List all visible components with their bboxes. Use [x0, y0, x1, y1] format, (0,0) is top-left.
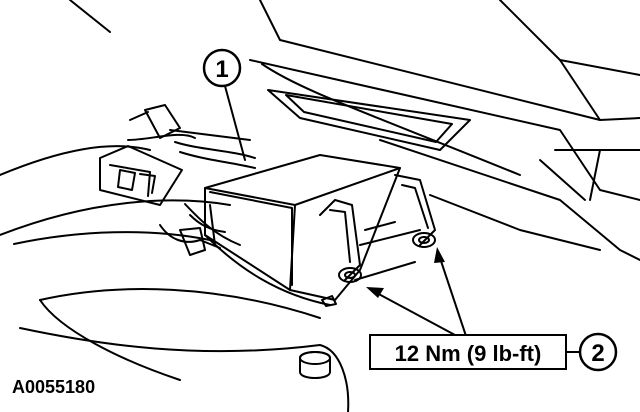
callout-2-arrows: [374, 257, 469, 343]
torque-spec-text: 12 Nm (9 lb-ft): [395, 341, 542, 366]
mounting-bolts: [321, 232, 436, 307]
floor-knob: [299, 351, 331, 379]
callout-1: 1: [202, 48, 242, 88]
figure-id: A0055180: [12, 377, 95, 397]
bolt-right: [412, 232, 436, 248]
callout-1-number: 1: [215, 56, 228, 83]
vent-opening: [267, 89, 471, 151]
bolt-left: [338, 267, 362, 283]
wiring-connector: [99, 104, 256, 246]
callout-2: 2: [578, 332, 618, 372]
callout-1-leader: [224, 85, 246, 161]
callout-2-number: 2: [591, 340, 604, 367]
restraint-control-module: [179, 154, 401, 306]
torque-spec-label: 12 Nm (9 lb-ft): [369, 334, 567, 370]
